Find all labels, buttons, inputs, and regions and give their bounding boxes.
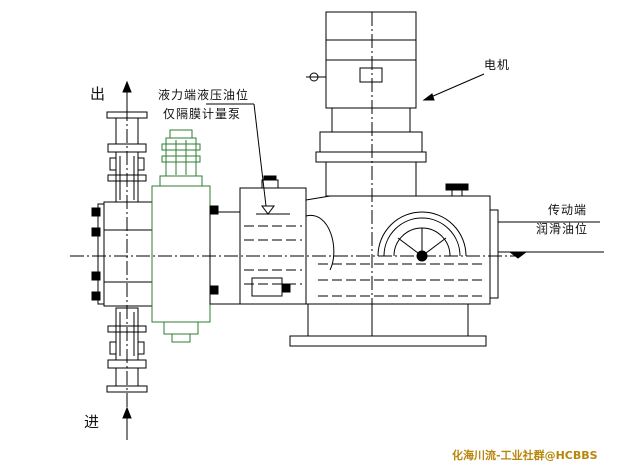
outlet-pipe: [106, 111, 148, 203]
motor-label: 电机: [484, 58, 511, 72]
motor-leader-line: [422, 73, 485, 101]
outlet-label: 出: [90, 85, 106, 103]
inlet-arrow-icon: [122, 406, 132, 440]
inlet-label: 进: [84, 413, 100, 431]
outlet-arrow-icon: [122, 80, 132, 108]
hydraulic-level-leader-line: [206, 103, 267, 207]
diaphragm-head: [151, 129, 211, 343]
drive-housing: [305, 183, 499, 305]
diaphragm-pump-only-label: 仅隔膜计量泵: [163, 107, 242, 121]
pump-head-body: [91, 201, 153, 307]
lubricating-oil-level-label: 润滑油位: [536, 222, 589, 236]
hydraulic-oil-level-label: 液力端液压油位: [158, 88, 250, 102]
watermark-text: 化海川流-工业社群@HCBBS: [452, 449, 598, 462]
hydraulic-housing: [209, 175, 307, 305]
electric-motor: [306, 11, 427, 320]
pump-base: [289, 303, 487, 347]
drive-end-label: 传动端: [548, 203, 588, 217]
drive-level-leader-line: [498, 221, 604, 259]
inlet-pipe: [106, 307, 148, 393]
